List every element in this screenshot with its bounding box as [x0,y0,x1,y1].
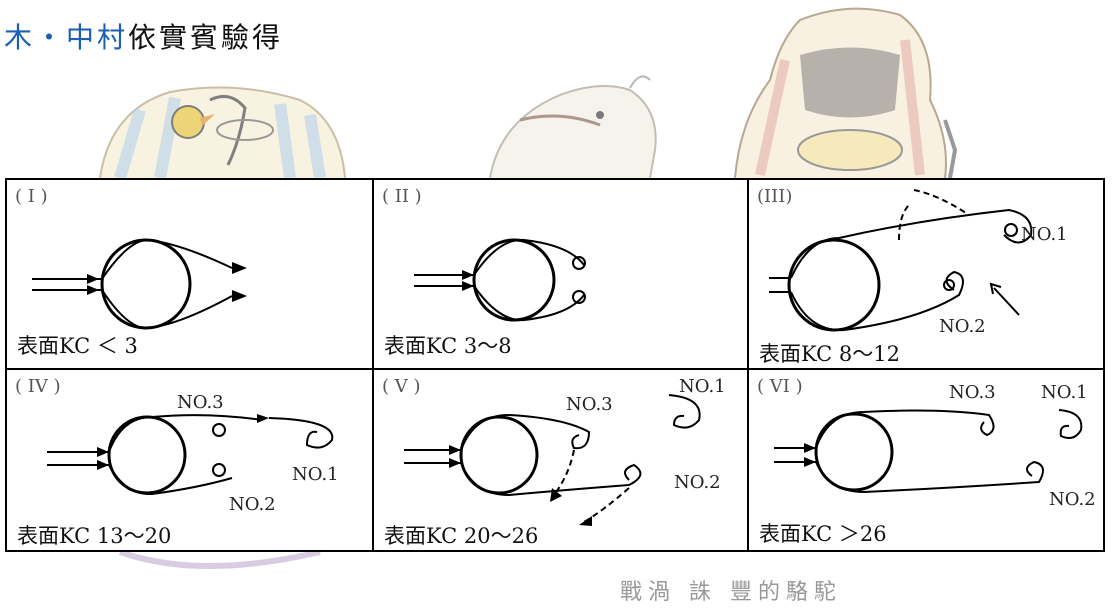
kc-flow-diagram-grid: ( I ) 表面KC ＜ 3 ( II ) 表面KC 3～8 (III) [5,178,1105,552]
cylinder-circle [100,238,192,330]
vortex-no1 [668,394,701,429]
vortex-no1 [1004,223,1018,237]
grid-vertical-divider [372,180,374,550]
panel-roman-numeral: ( IV ) [15,376,61,397]
vortex-no1 [1058,409,1083,439]
panel-roman-numeral: ( II ) [382,186,422,207]
vortex-label-no1: NO.1 [1021,224,1068,245]
streamline-upper [101,238,233,280]
streamline-lower [815,460,1044,494]
vortex-label-no3: NO.3 [949,382,996,403]
streamline-lower [460,462,642,497]
streamline-upper [815,409,995,449]
bottom-caption: 戰渦 誅 豐的駱駝 [620,580,842,605]
cylinder-circle [459,415,539,495]
flow-diagram-ii [414,238,587,322]
streamline-upper [790,208,1033,279]
flow-diagram-vi: NO.3 NO.1 NO.2 [774,382,1096,510]
pharaoh-headdress-sketch [99,86,346,180]
kc-range-label: 表面KC ＞26 [759,522,887,546]
panel-kc-20-26: ( V ) NO.3 NO.1 NO.2 表面KC 20～26 [374,370,747,552]
flow-diagram-v: NO.3 NO.1 NO.2 [404,376,726,526]
heading-authors: 木・中村 [4,21,129,54]
cylinder-circle [472,238,556,322]
panel-roman-numeral: ( VI ) [757,376,803,397]
arrow-open [993,287,1020,316]
decorative-sketches [99,7,958,180]
grid-vertical-divider [747,180,749,550]
kc-range-label: 表面KC ＜ 3 [17,334,138,358]
panel-kc-below-3: ( I ) 表面KC ＜ 3 [7,180,372,368]
panel-roman-numeral: ( I ) [15,186,48,207]
panel-kc-3-8: ( II ) 表面KC 3～8 [374,180,747,368]
cylinder-circle [814,412,894,492]
panel-kc-above-26: ( VI ) NO.3 NO.1 NO.2 表面KC ＞26 [749,370,1105,552]
kc-range-label: 表面KC 20～26 [384,524,539,548]
vortex-label-no1: NO.1 [679,376,726,397]
vortex-upper [572,256,587,270]
vortex-label-no3: NO.3 [566,394,613,415]
streamline-lower [790,270,964,332]
vortex-label-no2: NO.2 [939,316,986,337]
kc-range-label: 表面KC 8～12 [759,342,900,366]
vortex-label-no1: NO.1 [1041,382,1088,403]
vortex-label-no2: NO.2 [674,472,721,493]
vortex-no2 [943,279,955,291]
camel-saddle-sketch [734,7,958,179]
kc-range-label: 表面KC 13～20 [17,524,172,548]
page-heading: 木・中村依實賓驗得 [4,16,283,56]
panel-kc-13-20: ( IV ) NO.3 NO.1 NO.2 表面KC 13～20 [7,370,372,552]
vortex-lower [572,290,587,304]
kc-range-label: 表面KC 3～8 [384,334,512,358]
panel-kc-8-12: (III) NO.1 NO.2 表面KC 8～12 [749,180,1105,368]
flow-diagram-iii: NO.1 NO.2 [769,189,1068,337]
vortex-no1 [268,417,334,449]
panel-roman-numeral: ( V ) [382,376,421,397]
vortex-no2 [212,463,226,477]
flow-diagram-iv: NO.3 NO.1 NO.2 [47,392,339,515]
decorative-sketch-bottom [119,552,321,569]
flow-diagram-i [32,238,247,330]
vortex-label-no1: NO.1 [292,464,339,485]
grid-horizontal-divider [7,368,1103,370]
panel-roman-numeral: (III) [757,186,793,207]
vortex-no3 [212,423,226,437]
streamline-lower [101,289,233,330]
heading-title: 依實賓驗得 [128,21,284,54]
cylinder-circle [787,238,881,332]
vortex-label-no2: NO.2 [229,494,276,515]
vortex-label-no2: NO.2 [1049,489,1096,510]
camel-head-sketch [489,75,657,179]
vortex-label-no3: NO.3 [177,392,224,413]
streamline-upper [460,413,591,451]
